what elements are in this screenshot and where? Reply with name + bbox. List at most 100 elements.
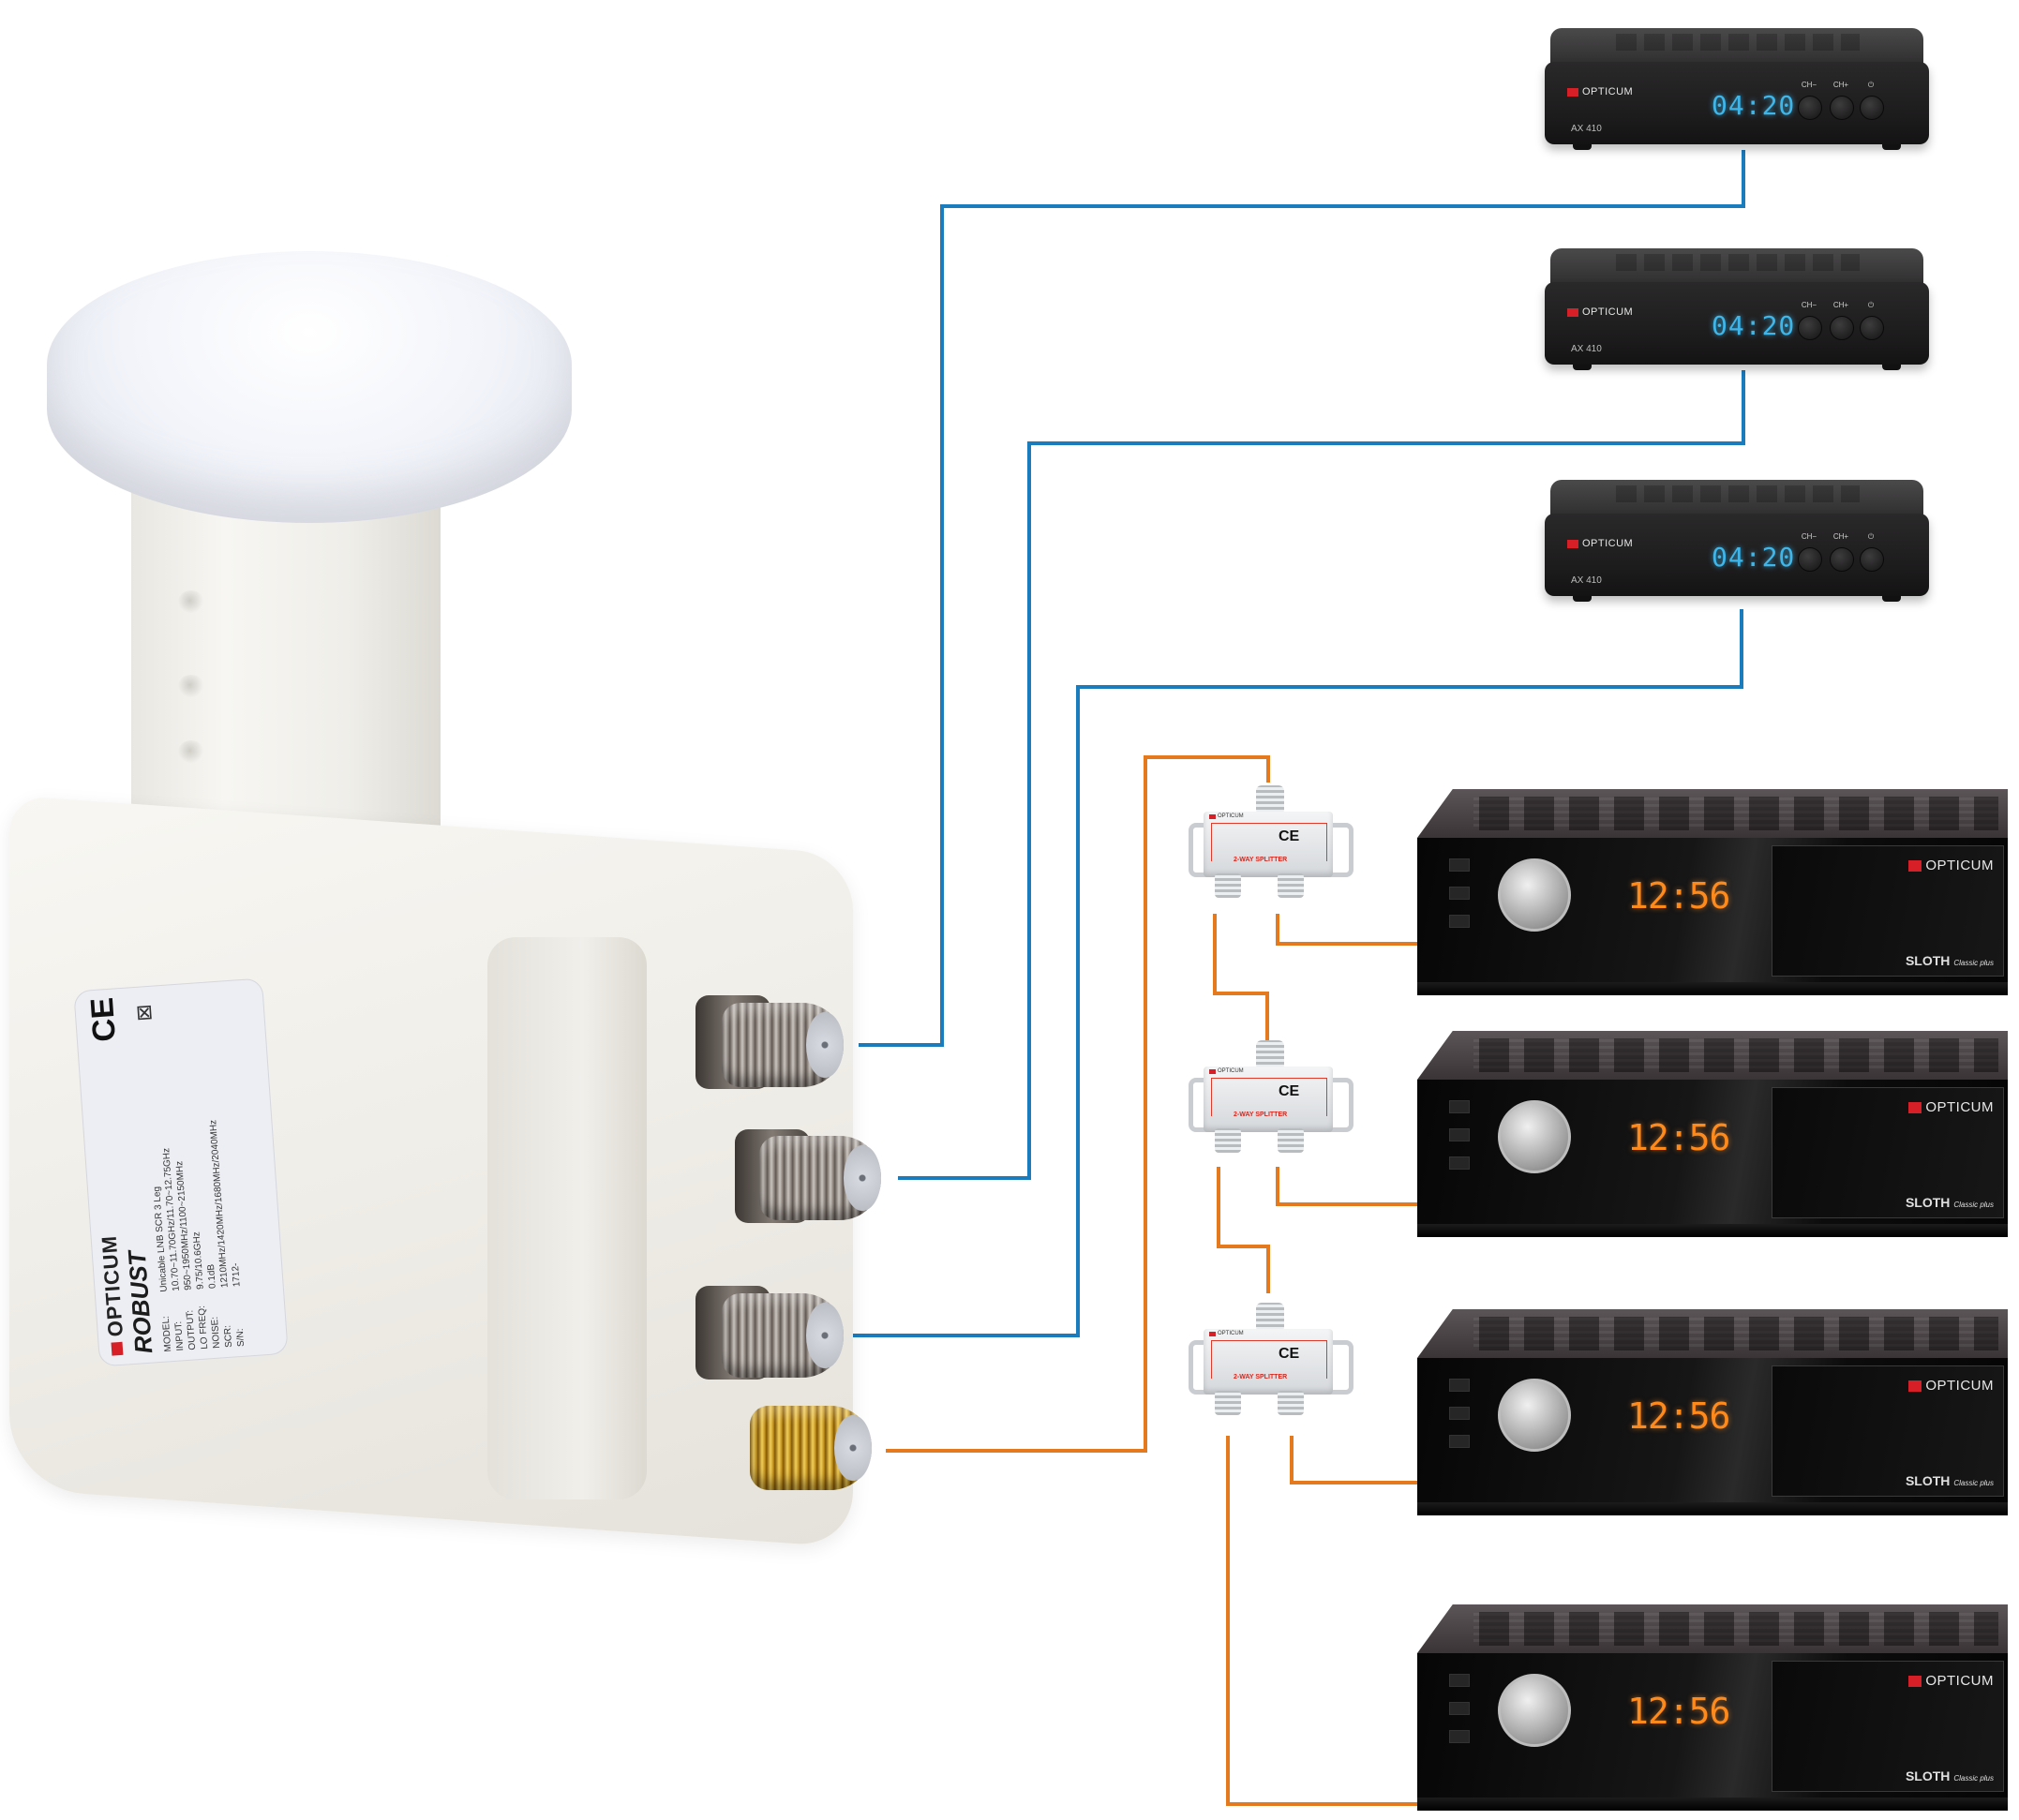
red-badge-icon <box>1908 1101 1922 1113</box>
splitter-out2-port[interactable] <box>1278 1391 1304 1415</box>
lnb-feedhorn-cap <box>47 251 572 523</box>
vent-hole <box>178 740 204 763</box>
clock-display: 12:56 <box>1627 1691 1730 1732</box>
front-flap: OPTICUM SLOTH Classic plus <box>1772 1087 2004 1218</box>
splitter-title: 2-WAY SPLITTER <box>1234 1111 1288 1118</box>
receiver-front-panel: 12:56 OPTICUM SLOTH Classic plus <box>1417 1358 2008 1502</box>
crossed-bin-icon: ⊠ <box>131 1003 157 1022</box>
model-label: SLOTH Classic plus <box>1905 953 1994 968</box>
ce-mark-icon: CE <box>1279 1346 1300 1362</box>
sloth-receiver-3: 12:56 OPTICUM SLOTH Classic plus <box>1417 1309 2008 1525</box>
channel-down-button[interactable] <box>1798 96 1822 120</box>
splitter-title: 2-WAY SPLITTER <box>1234 1374 1288 1380</box>
model-label: SLOTH Classic plus <box>1905 1195 1994 1210</box>
clock-display: 04:20 <box>1712 542 1796 573</box>
standby-button[interactable] <box>1449 1674 1470 1687</box>
two-way-splitter-3: OPTICUM CE 2-WAY SPLITTER <box>1189 1303 1353 1415</box>
clock-display: 12:56 <box>1627 1117 1730 1158</box>
two-way-splitter-1: OPTICUM CE 2-WAY SPLITTER <box>1189 785 1353 898</box>
vent-grille <box>1616 34 1860 51</box>
model-label: AX 410 <box>1571 124 1602 134</box>
red-badge-icon <box>1908 1380 1922 1392</box>
brand-logo: OPTICUM <box>1567 306 1633 318</box>
lnb-output-3-connector[interactable] <box>722 1293 844 1378</box>
ok-button[interactable] <box>1449 1730 1470 1743</box>
front-flap: OPTICUM SLOTH Classic plus <box>1772 1661 2004 1792</box>
brand-logo: OPTICUM <box>1908 1378 1994 1394</box>
receiver-front-panel: 12:56 OPTICUM SLOTH Classic plus <box>1417 838 2008 982</box>
lnb-rating-label: OPTICUM ROBUST MODEL:Unicable LNB SCR 3 … <box>73 977 289 1367</box>
red-badge-icon <box>1908 859 1922 872</box>
red-badge-icon <box>1567 539 1578 548</box>
navigation-knob[interactable] <box>1498 1379 1571 1452</box>
power-button[interactable] <box>1860 316 1884 340</box>
clock-display: 04:20 <box>1712 90 1796 121</box>
lnb-output-2-connector[interactable] <box>759 1136 881 1220</box>
channel-up-button[interactable] <box>1830 547 1854 572</box>
lnb-connector-cover <box>487 937 647 1499</box>
menu-button[interactable] <box>1449 1702 1470 1715</box>
ok-button[interactable] <box>1449 915 1470 928</box>
power-icon: ⏻ <box>1867 532 1875 541</box>
menu-button[interactable] <box>1449 1407 1470 1420</box>
front-flap: OPTICUM SLOTH Classic plus <box>1772 1365 2004 1497</box>
power-icon: ⏻ <box>1867 81 1875 89</box>
brand-logo: OPTICUM <box>1567 538 1633 549</box>
navigation-knob[interactable] <box>1498 858 1571 932</box>
receiver-front-panel: OPTICUM AX 410 04:20 CH− CH+ ⏻ <box>1545 62 1929 144</box>
splitter-out2-port[interactable] <box>1278 1128 1304 1153</box>
vent-grille <box>1473 1317 1998 1350</box>
splitter-out1-port[interactable] <box>1215 1128 1241 1153</box>
ax410-receiver-3: OPTICUM AX 410 04:20 CH− CH+ ⏻ <box>1545 480 1929 607</box>
splitter-out2-port[interactable] <box>1278 873 1304 898</box>
ce-mark-icon: CE <box>1279 1083 1300 1099</box>
channel-down-button[interactable] <box>1798 547 1822 572</box>
lnb-output-4-legacy-connector[interactable] <box>750 1406 872 1490</box>
clock-display: 12:56 <box>1627 875 1730 917</box>
brand-logo: OPTICUM <box>1908 1099 1994 1115</box>
splitter-title: 2-WAY SPLITTER <box>1234 857 1288 863</box>
standby-button[interactable] <box>1449 1379 1470 1392</box>
vent-hole <box>178 590 204 613</box>
power-button[interactable] <box>1860 547 1884 572</box>
channel-down-button[interactable] <box>1798 316 1822 340</box>
channel-up-button[interactable] <box>1830 96 1854 120</box>
model-label: AX 410 <box>1571 575 1602 586</box>
ok-button[interactable] <box>1449 1156 1470 1170</box>
sloth-receiver-1: 12:56 OPTICUM SLOTH Classic plus <box>1417 789 2008 1005</box>
power-button[interactable] <box>1860 96 1884 120</box>
standby-button[interactable] <box>1449 1100 1470 1113</box>
clock-display: 04:20 <box>1712 310 1796 341</box>
vent-grille <box>1473 1612 1998 1646</box>
splitter-input-port[interactable] <box>1256 1040 1284 1070</box>
lnb-output-1-connector[interactable] <box>722 1003 844 1087</box>
brand-logo: OPTICUM <box>1908 1673 1994 1689</box>
ax410-receiver-2: OPTICUM AX 410 04:20 CH− CH+ ⏻ <box>1545 248 1929 376</box>
brand-logo: OPTICUM <box>1908 858 1994 873</box>
splitter-input-port[interactable] <box>1256 785 1284 815</box>
cable-splitter2-out1-to-splitter3 <box>1217 1167 1270 1293</box>
splitter-input-port[interactable] <box>1256 1303 1284 1333</box>
standby-button[interactable] <box>1449 858 1470 872</box>
navigation-knob[interactable] <box>1498 1674 1571 1747</box>
brand-logo: OPTICUM <box>1209 1331 1244 1336</box>
lnb: OPTICUM ROBUST MODEL:Unicable LNB SCR 3 … <box>0 0 900 1593</box>
vent-grille <box>1616 254 1860 271</box>
splitter-out1-port[interactable] <box>1215 873 1241 898</box>
menu-button[interactable] <box>1449 887 1470 900</box>
red-badge-icon <box>1567 87 1578 97</box>
model-label: SLOTH Classic plus <box>1905 1768 1994 1783</box>
vent-grille <box>1616 485 1860 502</box>
ce-mark-icon: CE <box>1279 828 1300 844</box>
cable-splitter1-out1-to-splitter2 <box>1213 914 1269 1040</box>
menu-button[interactable] <box>1449 1128 1470 1141</box>
ok-button[interactable] <box>1449 1435 1470 1448</box>
front-flap: OPTICUM SLOTH Classic plus <box>1772 845 2004 977</box>
navigation-knob[interactable] <box>1498 1100 1571 1173</box>
channel-up-button[interactable] <box>1830 316 1854 340</box>
red-badge-icon <box>1567 307 1578 317</box>
model-label: AX 410 <box>1571 344 1602 354</box>
red-badge-icon <box>1908 1675 1922 1687</box>
sloth-receiver-2: 12:56 OPTICUM SLOTH Classic plus <box>1417 1031 2008 1246</box>
splitter-out1-port[interactable] <box>1215 1391 1241 1415</box>
